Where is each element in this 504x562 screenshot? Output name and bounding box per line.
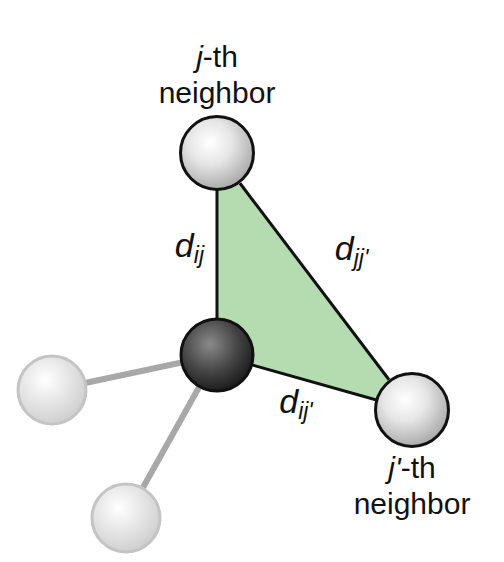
- neighbor-atom: [179, 115, 255, 191]
- central-atom: [181, 319, 253, 391]
- distance-line: [240, 183, 389, 379]
- neighbor-atom: [374, 372, 450, 448]
- distance-label: dij': [279, 381, 313, 431]
- distance-label: djj': [335, 228, 369, 278]
- neighbor-label: j-th neighbor: [159, 39, 276, 111]
- faded-atom: [18, 356, 86, 424]
- faded-atom: [92, 484, 160, 552]
- distance-label: dij: [175, 225, 204, 275]
- neighbor-label: j'-th neighbor: [354, 450, 471, 522]
